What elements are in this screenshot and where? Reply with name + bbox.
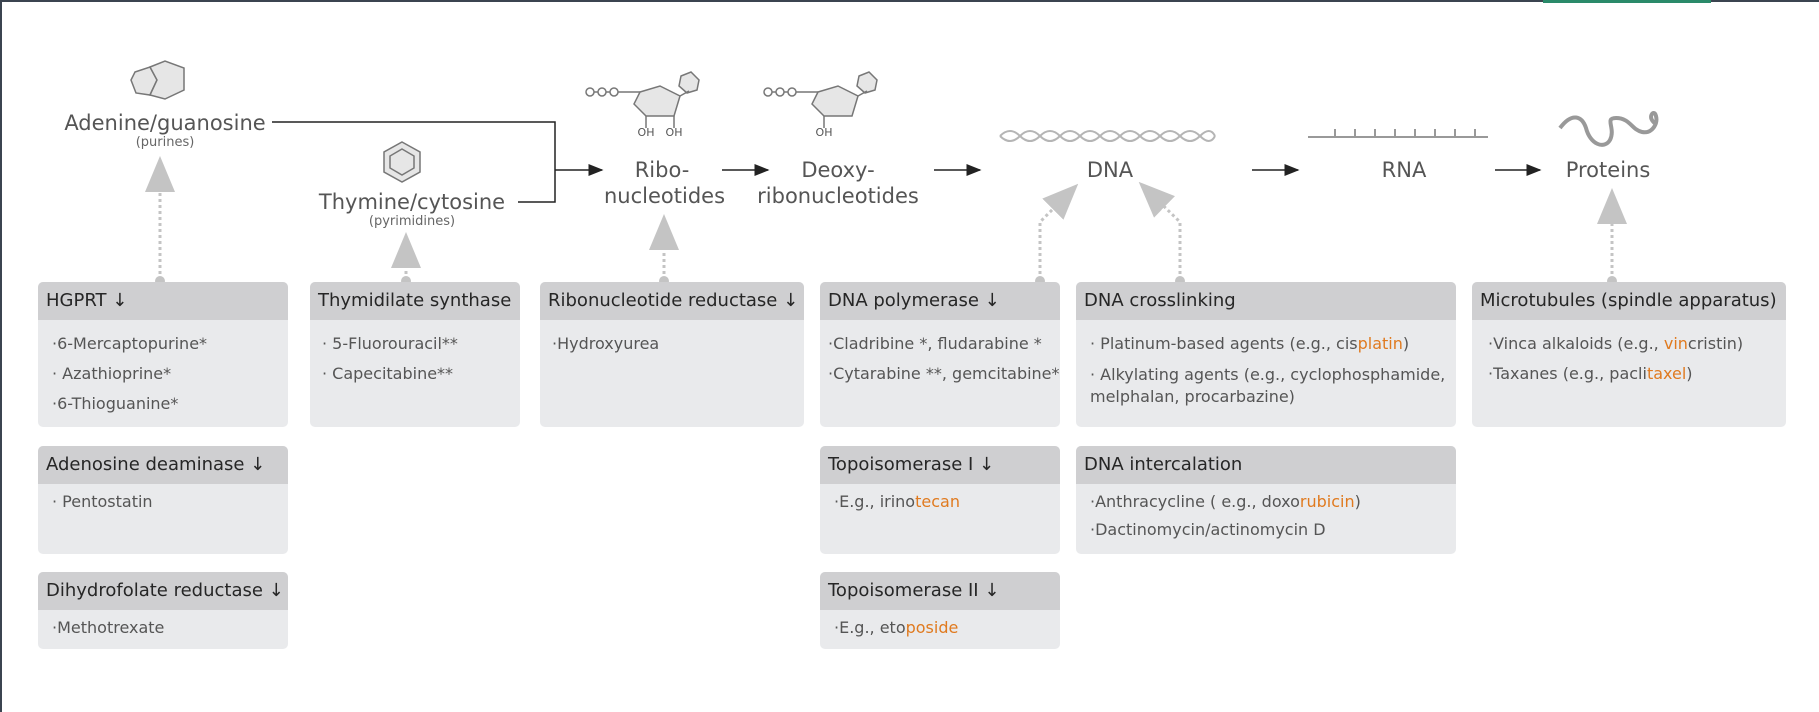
drug-item: ·E.g., etoposide	[834, 618, 958, 637]
drug-item: ·E.g., irinotecan	[834, 492, 960, 511]
drug-item: ·6-Thioguanine*	[52, 394, 179, 413]
drug-item: ·Dactinomycin/actinomycin D	[1090, 520, 1326, 539]
drug-item-text: cristin)	[1687, 334, 1744, 353]
drug-item-text: ·E.g., eto	[834, 618, 906, 637]
drug-item-text: ·E.g., irino	[834, 492, 916, 511]
microtubules-title: Microtubules (spindle apparatus)	[1472, 282, 1786, 320]
target-connectors	[145, 156, 1627, 280]
pyrimidines-label: Thymine/cytosine	[318, 190, 506, 214]
purines-node: Adenine/guanosine (purines)	[60, 110, 270, 150]
dna-crosslinking-box: DNA crosslinking · Platinum-based agents…	[1076, 282, 1456, 427]
pyrimidines-sublabel: (pyrimidines)	[368, 214, 456, 229]
drug-suffix-highlight: poside	[905, 618, 959, 637]
purines-label: Adenine/guanosine	[64, 111, 266, 135]
drug-item: · Azathioprine*	[52, 364, 172, 383]
drug-item: · Platinum-based agents (e.g., cisplatin…	[1090, 334, 1409, 353]
dna-helix-icon	[999, 130, 1216, 142]
drug-item: ·Taxanes (e.g., paclitaxel)	[1488, 364, 1693, 383]
drug-item: ·Cytarabine **, gemcitabine**	[828, 364, 1060, 383]
deoxyribonucleotides-line2: ribonucleotides	[757, 184, 919, 208]
dna-node: DNA	[1086, 158, 1134, 182]
thymidilate-synthase-title: Thymidilate synthase ↓	[310, 282, 520, 320]
drug-item: ·Anthracycline ( e.g., doxorubicin)	[1090, 492, 1361, 511]
rna-strand-icon	[1308, 129, 1488, 138]
adenosine-deaminase-box: Adenosine deaminase ↓ · Pentostatin	[38, 446, 288, 554]
dihydrofolate-reductase-title: Dihydrofolate reductase ↓	[38, 572, 288, 610]
drug-item-text: ·Vinca alkaloids (e.g.,	[1488, 334, 1664, 353]
ribonucleotides-line1: Ribo-	[634, 158, 690, 182]
drug-item: · 5-Fluorouracil**	[322, 334, 458, 353]
protein-chain-icon	[1558, 111, 1659, 147]
window-accent-bar	[1543, 0, 1711, 3]
drug-suffix-highlight: rubicin	[1299, 492, 1355, 511]
dihydrofolate-reductase-box: Dihydrofolate reductase ↓ ·Methotrexate	[38, 572, 288, 649]
topoisomerase-1-box: Topoisomerase I ↓ ·E.g., irinotecan	[820, 446, 1060, 554]
dna-intercalation-box: DNA intercalation ·Anthracycline ( e.g.,…	[1076, 446, 1456, 554]
drug-suffix-highlight: taxel	[1646, 364, 1687, 383]
oh-label: OH	[665, 126, 683, 139]
drug-item: ·Hydroxyurea	[552, 334, 660, 353]
drug-item: · Capecitabine**	[322, 364, 454, 383]
drug-item: ·Methotrexate	[52, 618, 165, 637]
deoxyribonucleotides-node: Deoxy- ribonucleotides	[756, 157, 920, 209]
ribonucleotide-reductase-title: Ribonucleotide reductase ↓	[540, 282, 804, 320]
deoxyribonucleotide-icon	[763, 71, 878, 128]
hgprt-box: HGPRT ↓ ·6-Mercaptopurine* · Azathioprin…	[38, 282, 288, 427]
ribonucleotide-reductase-box: Ribonucleotide reductase ↓ ·Hydroxyurea	[540, 282, 804, 427]
drug-item-text: )	[1402, 334, 1410, 353]
topoisomerase-1-title: Topoisomerase I ↓	[820, 446, 1060, 484]
drug-item-text: · Platinum-based agents (e.g., cis	[1090, 334, 1358, 353]
pyrimidine-ring-icon	[383, 141, 421, 183]
ribonucleotides-line2: nucleotides	[604, 184, 726, 208]
oh-label: OH	[815, 126, 833, 139]
drug-item: ·Vinca alkaloids (e.g., vincristin)	[1488, 334, 1743, 353]
proteins-node: Proteins	[1565, 158, 1651, 182]
dna-crosslinking-title: DNA crosslinking	[1076, 282, 1456, 320]
dna-intercalation-title: DNA intercalation	[1076, 446, 1456, 484]
pyrimidines-node: Thymine/cytosine (pyrimidines)	[312, 189, 512, 229]
drug-item: ·6-Mercaptopurine*	[52, 334, 208, 353]
drug-item-text: )	[1686, 364, 1693, 383]
pathway-connectors	[272, 121, 1542, 203]
drug-suffix-highlight: platin	[1357, 334, 1403, 353]
adenosine-deaminase-title: Adenosine deaminase ↓	[38, 446, 288, 484]
microtubules-box: Microtubules (spindle apparatus) ·Vinca …	[1472, 282, 1786, 427]
topoisomerase-2-box: Topoisomerase II ↓ ·E.g., etoposide	[820, 572, 1060, 649]
drug-item-text: )	[1354, 492, 1361, 511]
drug-suffix-highlight: tecan	[915, 492, 960, 511]
dna-polymerase-title: DNA polymerase ↓	[820, 282, 1060, 320]
drug-item: ·Cladribine *, fludarabine *	[828, 334, 1042, 353]
oh-label: OH	[637, 126, 655, 139]
rna-node: RNA	[1381, 158, 1427, 182]
purine-ring-icon	[130, 60, 185, 100]
drug-prefix-highlight: vin	[1663, 334, 1688, 353]
ribonucleotides-node: Ribo- nucleotides	[604, 157, 726, 209]
drug-item-text: ·Anthracycline ( e.g., doxo	[1090, 492, 1300, 511]
deoxyribonucleotides-line1: Deoxy-	[801, 158, 875, 182]
ribonucleotide-icon	[585, 71, 700, 128]
drug-item: · Alkylating agents (e.g., cyclophospham…	[1090, 365, 1446, 406]
drug-item: · Pentostatin	[52, 492, 153, 511]
thymidilate-synthase-box: Thymidilate synthase ↓ · 5-Fluorouracil*…	[310, 282, 520, 427]
drug-item-text: ·Taxanes (e.g., pacli	[1488, 364, 1647, 383]
purines-sublabel: (purines)	[135, 135, 195, 150]
window-top-border	[0, 0, 1819, 2]
window-left-border	[0, 0, 2, 712]
hgprt-title: HGPRT ↓	[38, 282, 288, 320]
dna-polymerase-box: DNA polymerase ↓ ·Cladribine *, fludarab…	[820, 282, 1060, 427]
topoisomerase-2-title: Topoisomerase II ↓	[820, 572, 1060, 610]
